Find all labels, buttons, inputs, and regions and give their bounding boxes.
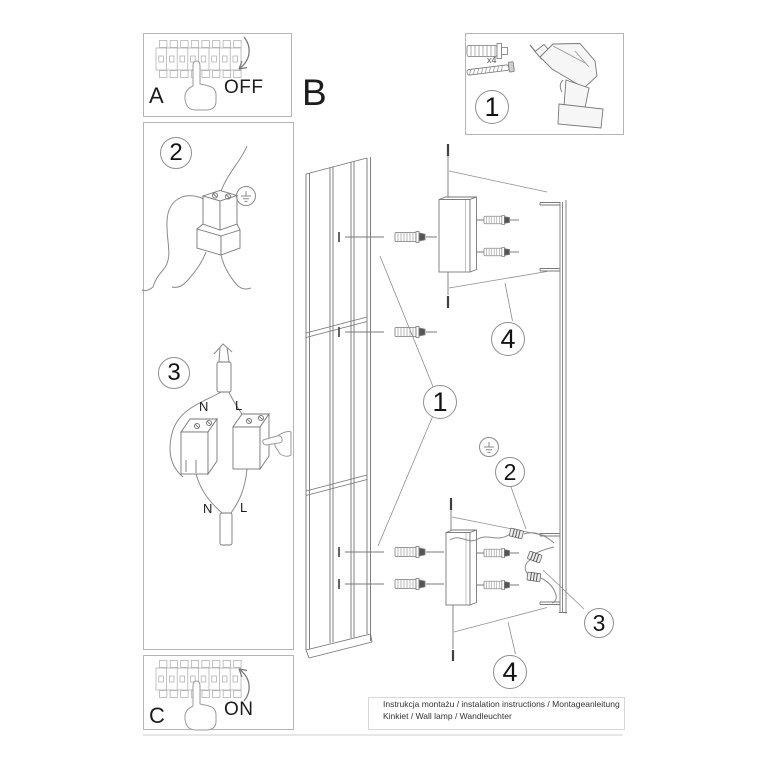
wire-connector-icon	[508, 527, 525, 540]
step-number: 3	[592, 609, 606, 636]
off-arrow-icon	[238, 36, 250, 70]
screw-icon	[466, 61, 515, 76]
anchor-screw-rows	[345, 231, 444, 590]
panel-letter-c: C	[149, 703, 165, 728]
plug-count-label: x4	[487, 55, 497, 65]
step-number: 4	[500, 323, 516, 354]
wire-connector-icon	[526, 571, 542, 583]
lower-bracket-assembly	[445, 437, 585, 661]
wire-label-l-bottom: L	[240, 500, 248, 515]
step3-wiring-drawing	[169, 343, 292, 546]
step-number: 2	[503, 458, 517, 485]
wire-connector-icon	[526, 550, 543, 564]
wall-rail-drawing	[539, 200, 567, 614]
wire-label-l-top: L	[235, 398, 243, 413]
step-number: 3	[167, 359, 181, 386]
step-number: 2	[169, 139, 183, 166]
label-off: OFF	[224, 77, 264, 98]
drill-icon	[529, 43, 604, 129]
mounting-bracket-drawing	[438, 196, 477, 273]
pointing-hand-icon	[262, 431, 292, 457]
step-circle-4-bottom: 4	[493, 655, 527, 689]
step2-wiring-drawing	[141, 145, 256, 292]
label-on: ON	[224, 699, 254, 720]
step-number: 4	[502, 656, 518, 687]
step-circle-2-left: 2	[160, 137, 192, 169]
cable-sheath-top	[216, 361, 232, 393]
step-circle-1-main: 1	[423, 385, 457, 419]
mounting-bracket-drawing	[445, 529, 477, 606]
on-arrow-icon	[238, 668, 250, 702]
cable-sheath-bottom	[219, 512, 233, 546]
panel-letter-b: B	[302, 72, 327, 113]
ground-symbol-icon	[236, 186, 256, 206]
panel-letter-a: A	[149, 83, 164, 108]
step-number: 1	[432, 386, 448, 417]
footer-frame	[368, 697, 625, 730]
footer-line-1: Instrukcja montażu / instalation instruc…	[383, 699, 620, 709]
breaker-panel-on-icon	[155, 660, 250, 731]
panel-c-frame	[143, 655, 294, 730]
step-circle-2-right: 2	[495, 457, 525, 487]
panel-a-frame	[143, 33, 292, 117]
wire-label-n-bottom: N	[203, 501, 213, 516]
parts-panel-frame	[465, 33, 624, 135]
wire-label-n-top: N	[199, 399, 209, 414]
wall-plug-icon	[466, 43, 508, 59]
step-circle-3-left: 3	[158, 357, 190, 389]
breaker-panel-off-icon	[155, 36, 250, 111]
step-circle-parts: 1	[475, 90, 509, 124]
wire-drawing	[449, 532, 557, 604]
ground-symbol-icon	[479, 437, 499, 457]
terminal-connector-l-icon	[232, 412, 270, 471]
lamp-profile-drawing	[305, 157, 373, 659]
upper-bracket-assembly	[438, 144, 548, 322]
terminal-connector-n-icon	[180, 417, 218, 476]
panel-steps-2-3-frame	[143, 122, 294, 650]
step-circle-3-right: 3	[584, 608, 614, 638]
footer-line-2: Kinkiet / Wall lamp / Wandleuchter	[383, 711, 512, 721]
lamp-label-leaders	[377, 255, 434, 547]
step-circle-4-top: 4	[491, 322, 525, 356]
step-number: 1	[484, 91, 500, 122]
terminal-connector-icon	[196, 190, 241, 256]
